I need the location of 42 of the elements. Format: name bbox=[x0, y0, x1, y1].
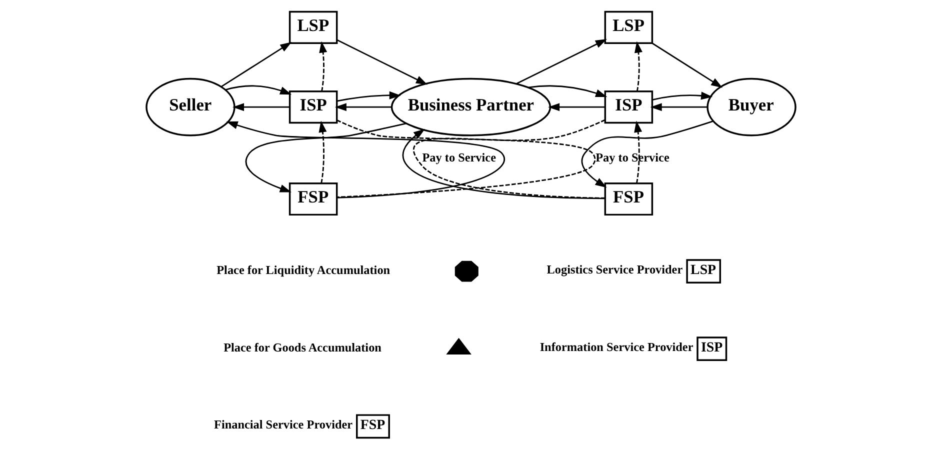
node-box: ISP bbox=[288, 90, 338, 124]
legend-label: Place for Liquidity Accumulation bbox=[216, 263, 390, 278]
arrow bbox=[548, 103, 605, 112]
legend-label: Place for Goods Accumulation bbox=[223, 340, 381, 355]
arrow bbox=[650, 103, 707, 112]
arrow bbox=[318, 120, 326, 184]
label: LSP bbox=[690, 262, 716, 278]
arrow bbox=[224, 85, 292, 95]
arrow bbox=[652, 92, 712, 100]
connector bbox=[413, 119, 605, 199]
node-box: LSP bbox=[604, 10, 653, 44]
node-box: FSP bbox=[288, 182, 338, 216]
connector bbox=[336, 120, 595, 198]
node-ellipse: Seller bbox=[145, 78, 235, 136]
arrow bbox=[334, 103, 392, 112]
arrow bbox=[580, 120, 713, 188]
legend-label: Financial Service Provider bbox=[214, 418, 352, 432]
node-ellipse: Business Partner bbox=[390, 78, 551, 136]
label: ISP bbox=[700, 340, 722, 356]
label: FSP bbox=[360, 418, 385, 433]
arrow bbox=[634, 120, 642, 184]
legend-label: Information Service Provider bbox=[539, 340, 693, 354]
edge-label: Pay to Service bbox=[422, 150, 496, 165]
arrow bbox=[634, 41, 642, 92]
arrow bbox=[232, 103, 290, 112]
node-box: FSP bbox=[604, 182, 653, 216]
node-box: LSP bbox=[288, 10, 338, 44]
arrow bbox=[516, 39, 606, 84]
arrow bbox=[336, 91, 400, 102]
arrow bbox=[402, 128, 604, 200]
arrow bbox=[528, 85, 607, 98]
arrow bbox=[220, 42, 292, 88]
edge-label: Pay to Service bbox=[595, 150, 669, 165]
arrow bbox=[318, 41, 327, 92]
arrow bbox=[226, 121, 504, 198]
node-octagon bbox=[454, 260, 478, 282]
node-triangle bbox=[446, 338, 471, 355]
arrow bbox=[336, 39, 428, 85]
node-box: ISP bbox=[604, 90, 653, 124]
legend-label: Logistics Service Provider bbox=[546, 262, 682, 277]
arrow bbox=[244, 122, 406, 192]
arrow bbox=[651, 42, 722, 88]
